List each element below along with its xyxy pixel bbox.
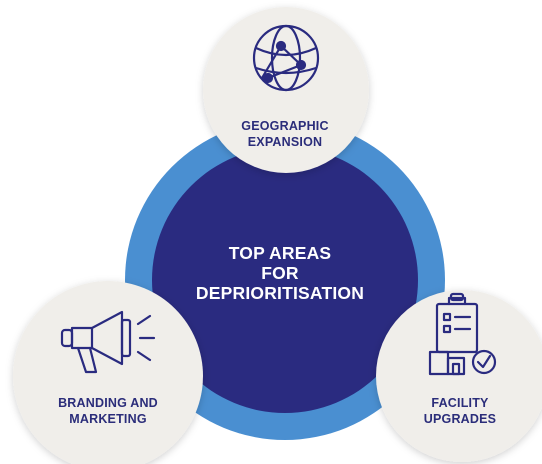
center-circle — [152, 147, 418, 413]
geographic-label-line-2: EXPANSION — [247, 135, 323, 149]
node-facility-upgrades — [376, 290, 542, 462]
branding-label-line-1: BRANDING AND — [58, 396, 158, 410]
node-branding-marketing — [13, 281, 203, 464]
center-title-line-2: FOR — [261, 263, 299, 283]
branding-label-line-2: MARKETING — [69, 412, 147, 426]
node-geographic-expansion — [203, 7, 369, 173]
center-title: TOP AREAS FOR DEPRIORITISATION — [195, 243, 365, 303]
facility-upgrades-label: FACILITY UPGRADES — [405, 395, 515, 427]
center-title-line-3: DEPRIORITISATION — [195, 283, 365, 303]
facility-label-line-1: FACILITY — [431, 396, 489, 410]
clipboard-building-check-icon — [428, 292, 497, 376]
megaphone-icon — [60, 310, 156, 374]
geographic-expansion-label: GEOGRAPHIC EXPANSION — [210, 118, 360, 150]
branding-marketing-label: BRANDING AND MARKETING — [38, 395, 178, 427]
facility-label-line-2: UPGRADES — [423, 412, 497, 426]
center-title-line-1: TOP AREAS — [228, 243, 332, 263]
globe-network-icon — [252, 24, 320, 92]
geographic-label-line-1: GEOGRAPHIC — [241, 119, 329, 133]
